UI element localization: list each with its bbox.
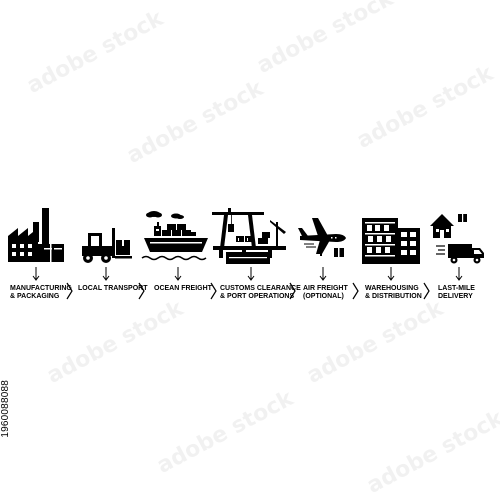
step-label-line1: WAREHOUSING <box>365 285 419 292</box>
step-label: CUSTOMS CLEARANCE & PORT OPERATIONS <box>220 285 301 301</box>
step-label-line2: & PORT OPERATIONS <box>220 293 295 300</box>
step-label-line1: AIR FREIGHT <box>303 285 348 292</box>
step-label: OCEAN FREIGHT <box>154 285 212 293</box>
step-label: LOCAL TRANSPORT <box>78 285 147 293</box>
step-label-line1: LAST-MILE <box>438 285 475 292</box>
step-label-line2: DELIVERY <box>438 293 473 300</box>
step-label-line2: (OPTIONAL) <box>303 293 344 300</box>
step-label: MANUFACTURING & PACKAGING <box>10 285 72 301</box>
step-label-line2: & DISTRIBUTION <box>365 293 422 300</box>
step-label-line1: LOCAL TRANSPORT <box>78 285 148 292</box>
step-label-line1: OCEAN FREIGHT <box>154 285 212 292</box>
step-label-line1: MANUFACTURING <box>10 285 72 292</box>
step-label: AIR FREIGHT (OPTIONAL) <box>303 285 348 301</box>
step-label-line1: CUSTOMS CLEARANCE <box>220 285 301 292</box>
step-label: LAST-MILE DELIVERY <box>438 285 475 301</box>
step-label-line2: & PACKAGING <box>10 293 60 300</box>
step-label: WAREHOUSING & DISTRIBUTION <box>365 285 422 301</box>
